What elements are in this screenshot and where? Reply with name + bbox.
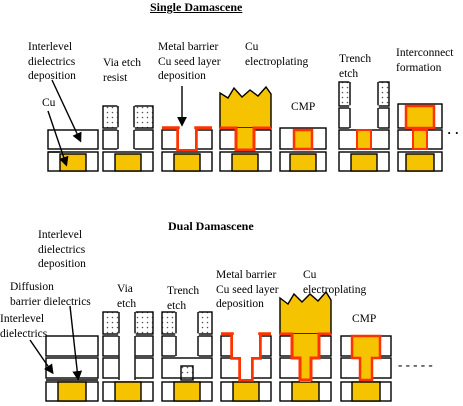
label-cu: Cu <box>42 97 56 109</box>
dual-step-ild <box>45 335 99 402</box>
dual-step-electroplating <box>279 290 332 402</box>
single-step-trench <box>338 79 390 172</box>
label-interlevel-dielectrics: Interlevel dielectrics <box>0 313 48 340</box>
label-trench-etch: Trench etch <box>339 53 372 80</box>
label-via-etch-resist: Via etch resist <box>103 57 141 84</box>
label-dual-ild-deposition: Interlevel dielectrics deposition <box>38 229 86 270</box>
label-interconnect-formation: Interconnect formation <box>396 47 454 74</box>
label-via-etch: Via etch <box>117 283 137 310</box>
single-step-electroplating <box>219 85 272 172</box>
label-cu-electroplating: Cu electroplating <box>245 41 309 68</box>
single-step-ild <box>47 129 99 172</box>
dual-step-cmp <box>340 334 392 402</box>
label-barrier-seed-dual: Metal barrier Cu seed layer deposition <box>216 269 279 310</box>
dual-step-barrier <box>220 332 272 402</box>
label-diffusion-barrier: Diffusion barrier dielectrics <box>10 281 91 308</box>
dual-damascene-title: Dual Damascene <box>168 219 254 233</box>
single-step-interconnect <box>397 103 443 172</box>
label-cmp: CMP <box>291 101 316 113</box>
single-step-cmp <box>279 127 327 172</box>
label-ild-deposition: Interlevel dielectrics deposition <box>28 41 76 82</box>
single-step-barrier <box>161 126 213 172</box>
label-barrier-seed: Metal barrier Cu seed layer deposition <box>158 41 221 82</box>
label-cmp-dual: CMP <box>352 313 377 325</box>
label-trench-etch-dual: Trench etch <box>167 285 200 312</box>
dual-step-trench <box>161 309 213 402</box>
dual-continuation-dashes: - - - - - <box>398 357 433 372</box>
single-damascene-title: Single Damascene <box>150 0 243 14</box>
single-step-via-resist <box>102 103 154 172</box>
label-cu-electroplating-dual: Cu electroplating <box>303 269 367 296</box>
dual-step-via <box>102 309 154 402</box>
